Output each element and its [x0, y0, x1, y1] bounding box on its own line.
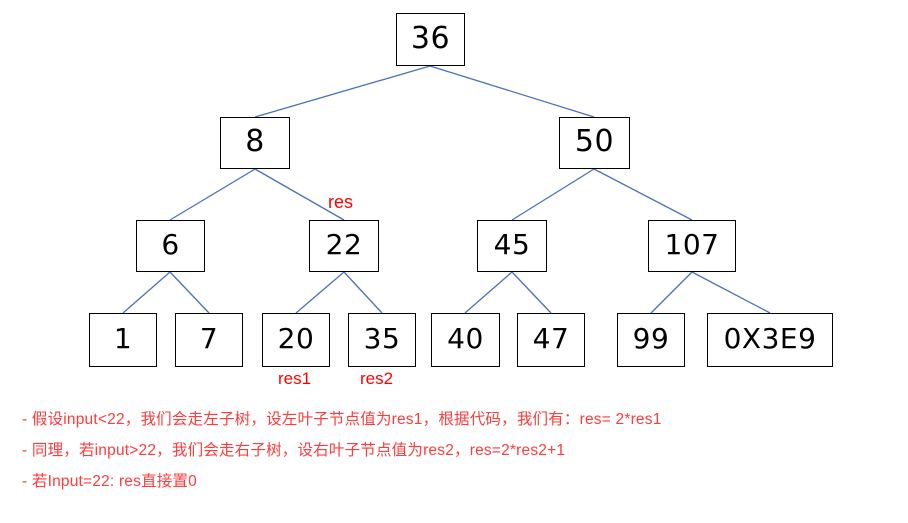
tree-node-50[interactable]: 50 [559, 117, 630, 169]
tree-edge-n50-to-n45 [511, 168, 595, 221]
tree-node-1[interactable]: 1 [89, 313, 157, 367]
tree-node-value: 20 [277, 322, 315, 355]
tree-edge-n107-to-n99 [650, 271, 693, 314]
tree-edge-n8-to-n6 [169, 168, 256, 221]
tree-node-value: 45 [493, 228, 531, 261]
tree-node-value: 0X3E9 [723, 322, 817, 355]
tree-node-value: 7 [199, 322, 219, 355]
tree-node-35[interactable]: 35 [348, 313, 416, 367]
notes-list: - 假设input<22，我们会走左子树，设左叶子节点值为res1，根据代码，我… [22, 404, 902, 497]
tree-node-47[interactable]: 47 [517, 313, 585, 367]
tree-node-value: 99 [632, 322, 670, 355]
tree-node-36[interactable]: 36 [396, 13, 465, 66]
tree-node-value: 47 [532, 322, 570, 355]
annotation-res2: res2 [360, 369, 394, 388]
tree-node-40[interactable]: 40 [431, 313, 500, 367]
tree-node-value: 6 [161, 228, 180, 261]
tree-node-value: 1 [113, 322, 133, 355]
tree-node-value: 36 [410, 20, 451, 56]
tree-edge-n107-to-n0x3e9 [691, 271, 771, 314]
tree-edge-n45-to-n47 [511, 271, 552, 314]
tree-edge-n6-to-n7 [169, 271, 210, 314]
tree-node-value: 107 [664, 228, 720, 261]
tree-node-99[interactable]: 99 [617, 313, 685, 367]
tree-edge-n6-to-n1 [122, 271, 171, 314]
note-line-1: - 假设input<22，我们会走左子树，设左叶子节点值为res1，根据代码，我… [22, 411, 662, 428]
tree-node-value: 22 [325, 228, 363, 261]
tree-edge-n45-to-n40 [464, 271, 513, 314]
tree-edge-n36-to-n8 [254, 65, 431, 118]
tree-edge-n36-to-n50 [429, 65, 595, 118]
tree-node-7[interactable]: 7 [175, 313, 243, 367]
tree-edge-n50-to-n107 [593, 168, 693, 221]
tree-edge-n22-to-n35 [343, 271, 383, 314]
note-line-3: - 若Input=22: res直接置0 [22, 473, 197, 490]
tree-node-107[interactable]: 107 [648, 220, 736, 272]
tree-node-value: 35 [363, 322, 401, 355]
tree-node-8[interactable]: 8 [220, 117, 290, 169]
annotation-res1: res1 [278, 369, 312, 388]
tree-node-value: 8 [245, 124, 265, 159]
tree-edge-n22-to-n20 [295, 271, 345, 314]
tree-node-value: 50 [574, 124, 615, 159]
tree-node-6[interactable]: 6 [136, 220, 205, 272]
tree-node-20[interactable]: 20 [262, 313, 330, 367]
tree-node-value: 40 [447, 322, 484, 355]
tree-node-45[interactable]: 45 [477, 220, 547, 272]
tree-node-0x3e9[interactable]: 0X3E9 [707, 313, 833, 367]
note-line-2: - 同理，若input>22，我们会走右子树，设右叶子节点值为res2，res=… [22, 442, 566, 459]
tree-node-22[interactable]: 22 [309, 220, 379, 272]
annotation-res: res [328, 192, 354, 212]
